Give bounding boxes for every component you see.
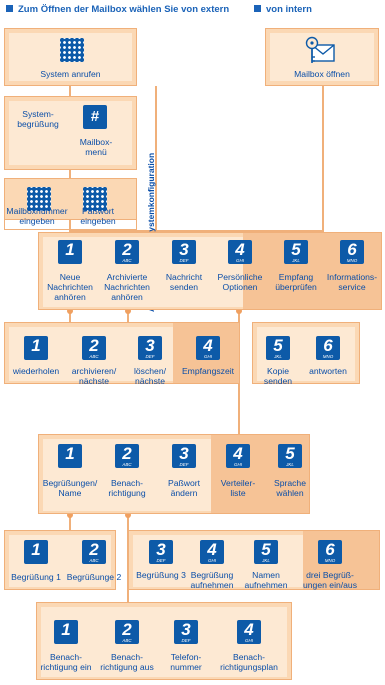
greeting-b-menu-label-3: drei Begrüß- ungen ein/aus [303,570,357,590]
greeting-a-menu-label-1: Begrüßunge 2 [66,572,122,582]
mailboxnummer-label: Mailboxnummer eingeben [6,206,68,226]
keypad-icon[interactable] [60,38,84,62]
main-menu-key-0[interactable]: 1 [58,240,82,264]
options-menu-label-3: Verteiler- liste [220,478,256,498]
greeting-b-menu-label-0: Begrüßung 3 [136,570,186,580]
main-menu-label-5: Informations- service [326,272,378,292]
header-extern: Zum Öffnen der Mailbox wählen Sie von ex… [6,4,229,15]
options-menu-label-0: Begrüßungen/ Name [42,478,98,498]
connector [69,514,71,530]
passwort-label: Paßwort eingeben [80,206,116,226]
notification-menu-key-0[interactable]: 1 [54,620,78,644]
playback-menu-label-2: löschen/ nächste [133,366,166,386]
junction-dot [125,308,131,314]
connector [127,310,129,322]
playback-menu-label-1: archivieren/ nächste [71,366,117,386]
connector [155,86,157,232]
keypad-icon[interactable] [27,187,51,211]
login-box-frame [4,178,137,230]
mailboxmenue-label: Mailbox- menü [79,137,113,157]
notification-menu-box [36,602,292,680]
connector [322,86,324,232]
greeting-b-menu-label-2: Namen aufnehmen [244,570,288,590]
header-intern: von intern [254,4,312,15]
junction-dot [125,512,131,518]
connector [69,230,322,232]
system-anrufen-label: System anrufen [40,69,101,79]
mailbox-oeffnen-box: Mailbox öffnen [265,28,379,86]
keypad-icon[interactable] [83,187,107,211]
notification-menu-label-3: Benach- richtigungsplan [220,652,278,672]
options-menu-label-1: Benach- richtigung [108,478,146,498]
system-anrufen-box: System anrufen [4,28,137,86]
playback-menu-label-3: Empfangszeit [181,366,235,376]
connector [69,220,71,232]
options-menu-label-4: Sprache wählen [273,478,306,498]
hash-key[interactable]: # [83,105,107,129]
junction-dot [236,308,242,314]
options-menu-key-0[interactable]: 1 [58,444,82,468]
notification-menu-label-0: Benach- richtigung ein [40,652,92,672]
main-menu-label-1: Archivierte Nachrichten anhören [104,272,150,302]
connector [69,310,71,322]
main-menu-box [38,232,382,310]
playback-extra-menu-label-0: Kopie senden [263,366,293,386]
greeting-b-menu-label-1: Begrüßung aufnehmen [190,570,234,590]
mailbox-oeffnen-label: Mailbox öffnen [294,69,350,79]
main-menu-label-0: Neue Nachrichten anhören [47,272,93,302]
playback-menu-key-0[interactable]: 1 [24,336,48,360]
junction-dot [67,308,73,314]
main-menu-label-2: Nachricht senden [165,272,203,292]
connector [69,170,71,178]
playback-extra-menu-label-1: antworten [309,366,347,376]
mailboxmenue-box: System- begrüßung # Mailbox- menü [4,96,137,170]
main-menu-label-4: Empfang überprüfen [275,272,317,292]
mailbox-key-icon [305,36,335,63]
greeting-a-menu-key-0[interactable]: 1 [24,540,48,564]
options-menu-label-2: Paßwort ändern [168,478,200,498]
systembegruessung-label: System- begrüßung [17,109,59,129]
notification-menu-label-2: Telefon- nummer [170,652,202,672]
main-menu-label-3: Persönliche Optionen [217,272,263,292]
playback-menu-label-0: wiederholen [12,366,60,376]
notification-menu-label-1: Benach- richtigung aus [100,652,154,672]
junction-dot [67,512,73,518]
greeting-a-menu-label-0: Begrüßung 1 [11,572,61,582]
connector [69,86,71,96]
